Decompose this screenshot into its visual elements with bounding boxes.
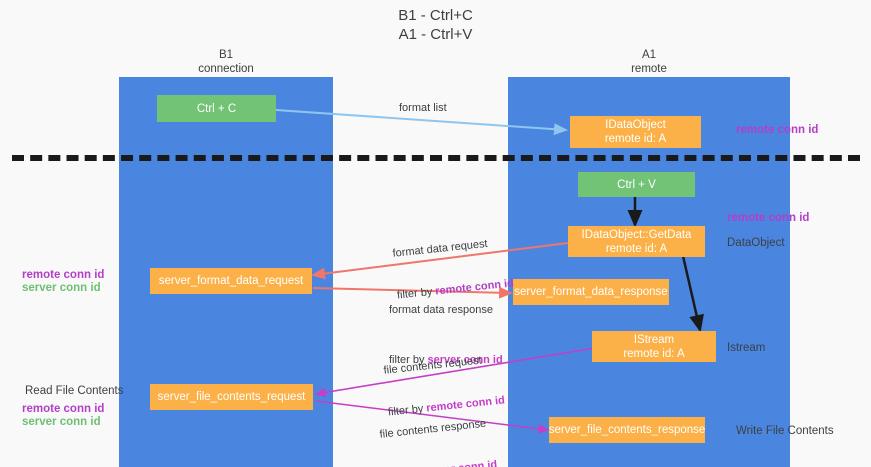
filter-key-server-conn-id: server conn id bbox=[422, 459, 498, 467]
column-header-a1-title: A1 bbox=[641, 49, 657, 61]
box-istream-line1: IStream bbox=[633, 333, 675, 346]
annotation-read-file-contents: Read File Contents bbox=[25, 385, 124, 397]
box-idataobject[interactable]: IDataObject remote id: A bbox=[570, 116, 701, 148]
edge-label-file-contents-response: file contents response filter by server … bbox=[376, 388, 501, 467]
column-header-a1: A1 remote bbox=[508, 48, 790, 76]
annotation-left-server-conn-id-1: server conn id bbox=[22, 282, 101, 294]
filter-key-server-conn-id: server conn id bbox=[427, 354, 503, 366]
edge-label-format-data-response-filter: filter by server conn id bbox=[389, 353, 503, 367]
box-file-req-label: server_file_contents_request bbox=[157, 391, 306, 403]
box-file-resp-label: server_file_contents_response bbox=[548, 424, 706, 436]
page-title: B1 - Ctrl+C A1 - Ctrl+V bbox=[0, 6, 871, 44]
edge-label-format-data-response: format data response filter by server co… bbox=[389, 275, 503, 395]
edge-label-format-list: format list bbox=[399, 102, 447, 114]
box-server-format-data-request[interactable]: server_format_data_request bbox=[150, 268, 312, 294]
box-ctrl-v[interactable]: Ctrl + V bbox=[578, 172, 695, 197]
box-idataobject-line2: remote id: A bbox=[604, 133, 667, 145]
box-istream-line2: remote id: A bbox=[623, 347, 685, 360]
page-title-line1: B1 - Ctrl+C bbox=[398, 7, 473, 24]
annotation-left-server-conn-id-2: server conn id bbox=[22, 416, 101, 428]
box-server-file-contents-request[interactable]: server_file_contents_request bbox=[150, 384, 313, 410]
box-ctrl-v-label: Ctrl + V bbox=[617, 178, 656, 191]
edge-label-file-contents-response-filter: filter by server conn id bbox=[383, 458, 498, 467]
annotation-istream: Istream bbox=[727, 342, 766, 354]
column-header-b1-title: B1 bbox=[218, 49, 234, 61]
column-header-b1-subtitle: connection bbox=[198, 63, 254, 75]
annotation-dataobject: DataObject bbox=[727, 237, 785, 249]
edge-label-file-contents-response-text: file contents response bbox=[379, 417, 487, 441]
edge-label-format-data-request-text: format data request bbox=[392, 237, 489, 260]
page-title-line2: A1 - Ctrl+V bbox=[398, 26, 473, 43]
box-fmt-resp-label: server_format_data_response bbox=[514, 286, 668, 298]
box-getdata-line1: IDataObject::GetData bbox=[581, 228, 692, 241]
box-istream[interactable]: IStream remote id: A bbox=[592, 331, 716, 362]
box-server-file-contents-response[interactable]: server_file_contents_response bbox=[549, 417, 705, 443]
filter-prefix: filter by bbox=[389, 354, 428, 366]
annotation-remote-conn-id-mid: remote conn id bbox=[727, 212, 810, 224]
annotation-remote-conn-id-top: remote conn id bbox=[736, 124, 819, 136]
annotation-write-file-contents: Write File Contents bbox=[736, 425, 834, 437]
box-server-format-data-response[interactable]: server_format_data_response bbox=[513, 279, 669, 305]
edge-label-format-data-response-text: format data response bbox=[389, 304, 493, 316]
box-idataobject-getdata[interactable]: IDataObject::GetData remote id: A bbox=[568, 226, 705, 257]
box-idataobject-line1: IDataObject bbox=[605, 119, 666, 131]
box-ctrl-c-label: Ctrl + C bbox=[196, 102, 237, 115]
edge-label-file-contents-request-text: file contents request bbox=[383, 354, 483, 377]
box-ctrl-c[interactable]: Ctrl + C bbox=[157, 95, 276, 122]
annotation-left-remote-conn-id-2: remote conn id bbox=[22, 403, 105, 415]
box-getdata-line2: remote id: A bbox=[605, 242, 668, 255]
annotation-left-remote-conn-id-1: remote conn id bbox=[22, 269, 105, 281]
section-divider bbox=[12, 155, 860, 161]
box-fmt-req-label: server_format_data_request bbox=[158, 275, 304, 287]
column-header-a1-subtitle: remote bbox=[631, 63, 667, 75]
column-header-b1: B1 connection bbox=[119, 48, 333, 76]
